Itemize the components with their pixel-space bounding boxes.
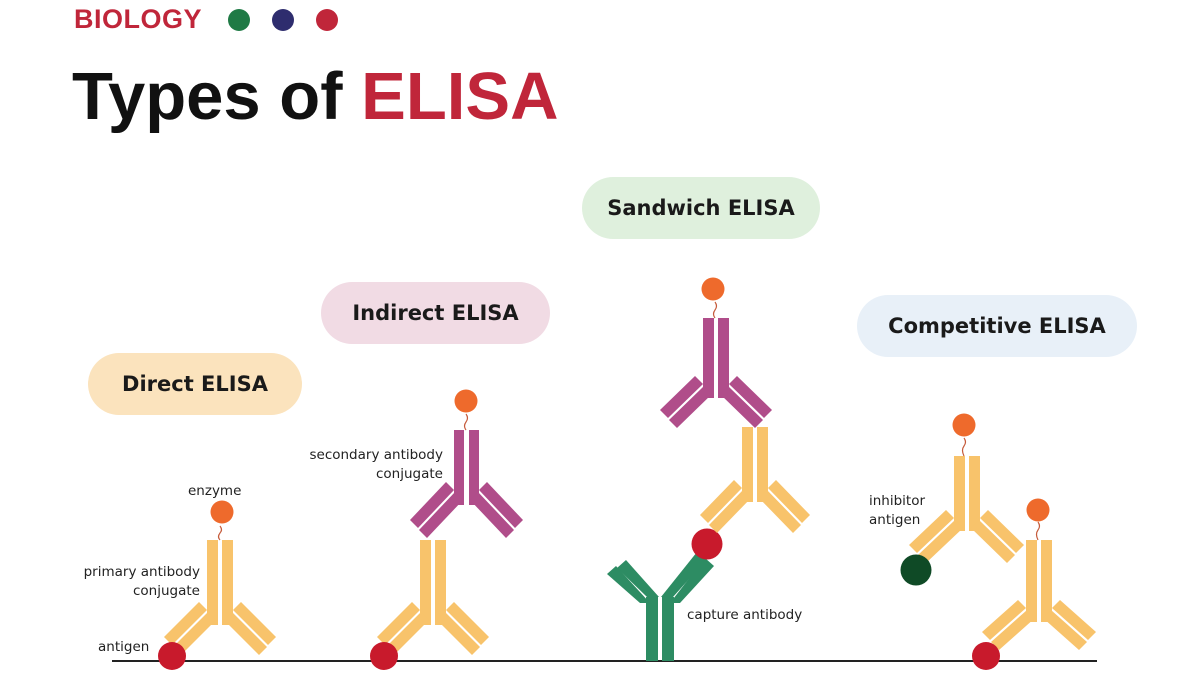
inhibitor-label-2: antigen: [869, 512, 921, 528]
competitive-elisa-pill: Competitive ELISA: [857, 295, 1137, 357]
sandwich-antigen-icon: [691, 528, 723, 560]
sandwich-linker: [712, 301, 718, 319]
indirect-antigen-icon: [370, 642, 398, 670]
capture-antibody: [607, 552, 714, 661]
red-dot-icon: [316, 9, 338, 31]
competitive-antigen-icon: [972, 642, 1000, 670]
primary-antibody-label-2: conjugate: [133, 583, 200, 599]
indirect-primary-antibody: [377, 540, 489, 655]
sandwich-enzyme-icon: [701, 277, 725, 301]
competitive-antibody-2: [982, 540, 1096, 650]
direct-primary-antibody: [164, 540, 276, 655]
competitive-linker-1: [961, 437, 967, 457]
direct-linker: [217, 525, 223, 541]
page-title: Types of ELISA: [72, 58, 558, 135]
navy-dot-icon: [272, 9, 294, 31]
indirect-secondary-antibody: [410, 430, 523, 538]
title-main: Types of: [72, 59, 343, 134]
competitive-enzyme-icon-2: [1026, 498, 1050, 522]
indirect-enzyme-icon: [454, 389, 478, 413]
title-accent: ELISA: [361, 59, 559, 134]
antigen-label: antigen: [98, 639, 150, 655]
inhibitor-label-1: inhibitor: [869, 493, 926, 509]
capture-antibody-label: capture antibody: [687, 607, 803, 623]
sandwich-elisa-pill: Sandwich ELISA: [582, 177, 820, 239]
direct-elisa-pill: Direct ELISA: [88, 353, 302, 415]
competitive-antibody-1: [909, 456, 1024, 563]
sandwich-secondary-antibody: [660, 318, 772, 428]
category-label: BIOLOGY: [74, 4, 203, 34]
competitive-enzyme-icon-1: [952, 413, 976, 437]
competitive-linker-2: [1035, 521, 1041, 541]
direct-enzyme-icon: [210, 500, 234, 524]
indirect-elisa-pill: Indirect ELISA: [321, 282, 550, 344]
secondary-antibody-label-1: secondary antibody: [309, 447, 443, 463]
inhibitor-antigen-icon: [900, 554, 932, 586]
green-dot-icon: [228, 9, 250, 31]
direct-antigen-icon: [158, 642, 186, 670]
sandwich-detection-antibody: [700, 427, 810, 533]
secondary-antibody-label-2: conjugate: [376, 466, 443, 482]
enzyme-label: enzyme: [188, 483, 242, 499]
indirect-linker: [463, 413, 469, 431]
primary-antibody-label-1: primary antibody: [83, 564, 200, 580]
